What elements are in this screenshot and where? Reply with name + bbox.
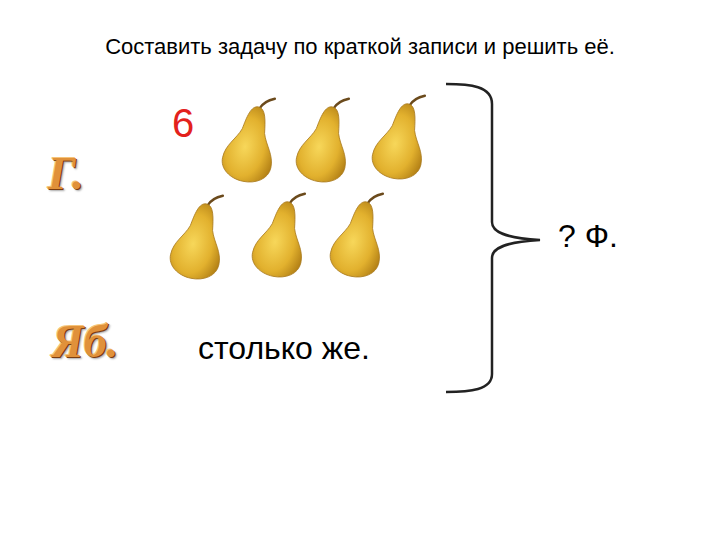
pear-picture bbox=[167, 88, 435, 284]
curly-brace bbox=[446, 84, 540, 392]
fruit-abbreviation: Яб. bbox=[52, 316, 118, 369]
fruit-abbreviation: Г. bbox=[48, 148, 84, 201]
question-total: ? Ф. bbox=[558, 218, 618, 255]
task-title: Составить задачу по краткой записи и реш… bbox=[105, 34, 615, 59]
relation-note: столько же. bbox=[198, 330, 370, 367]
count-number: 6 bbox=[172, 100, 194, 146]
